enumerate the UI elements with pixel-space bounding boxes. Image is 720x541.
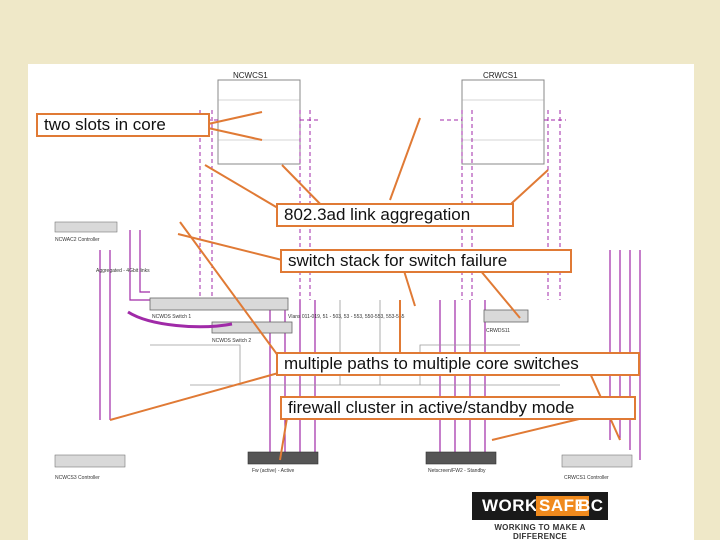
worksafebc-logo: WORK SAFE BC WORKING TO MAKE A DIFFERENC…: [472, 492, 608, 541]
firewall-standby: Netscreen/FW2 - Standby: [425, 451, 497, 474]
fw-active-label: Fw (active) - Active: [252, 468, 294, 474]
logo-work: WORK: [482, 496, 538, 515]
dist-switch-right: CRWDS11: [483, 309, 529, 334]
callout-two-slots: two slots in core: [36, 113, 210, 137]
callout-firewall-cluster: firewall cluster in active/standby mode: [280, 396, 636, 420]
aggregation-note: Aggregated - 4Gbit links: [96, 268, 150, 274]
controller-wc2: NCWAC2 Controller: [54, 221, 118, 243]
wc2-label: NCWAC2 Controller: [55, 237, 100, 243]
callout-link-aggregation: 802.3ad link aggregation: [276, 203, 514, 227]
firewall-active: Fw (active) - Active: [247, 451, 319, 474]
core-switch-left: NCWCS1: [217, 71, 301, 165]
dist-switch-left: NCWDS Switch 1 NCWDS Switch 2: [149, 297, 293, 344]
vlan-label: Vlans 011-019, 51 - 503, 53 - 553, 550-5…: [288, 314, 405, 320]
logo-bc: BC: [578, 496, 604, 515]
logo-box: WORK SAFE BC: [472, 492, 608, 520]
right-margin-band: [694, 64, 720, 540]
fw-standby-label: Netscreen/FW2 - Standby: [428, 468, 486, 474]
stack-left-2-label: NCWDS Switch 2: [212, 338, 251, 344]
bottom-right-controller-label: CRWCS1 Controller: [564, 475, 609, 481]
callout-switch-stack: switch stack for switch failure: [280, 249, 572, 273]
bottom-left-controller-label: NCWCS3 Controller: [55, 475, 100, 481]
aggregation-arc: [127, 310, 233, 329]
stack-right-label: CRWDS11: [486, 328, 510, 334]
title-band: [0, 0, 720, 64]
core-switch-right: CRWCS1: [461, 71, 545, 165]
controller-bottom-left: NCWCS3 Controller: [54, 454, 126, 481]
logo-safe: SAFE: [536, 496, 590, 516]
controller-bottom-right: CRWCS1 Controller: [561, 454, 633, 481]
core-left-label: NCWCS1: [233, 71, 268, 80]
logo-tagline: WORKING TO MAKE A DIFFERENCE: [494, 523, 586, 541]
core-right-label: CRWCS1: [483, 71, 518, 80]
callout-multiple-paths: multiple paths to multiple core switches: [276, 352, 640, 376]
stack-left-label: NCWDS Switch 1: [152, 314, 191, 320]
left-margin-band: [0, 64, 28, 540]
